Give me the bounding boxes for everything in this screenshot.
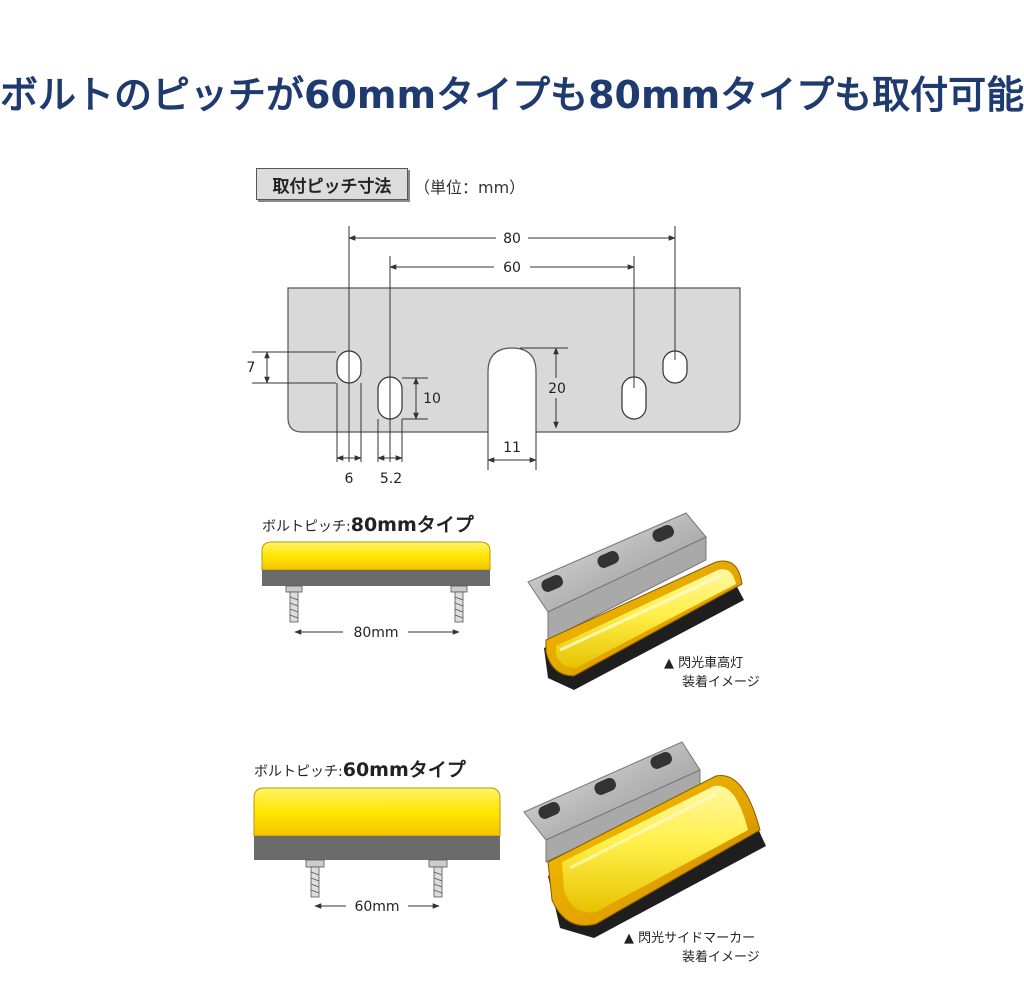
dim-60: 60 <box>503 260 521 276</box>
type-60-prefix: ボルトピッチ: <box>254 764 343 780</box>
bolt-spacing-60: 60mm <box>354 899 399 915</box>
dimension-box-text: 取付ピッチ寸法 <box>272 176 392 197</box>
product-image-80 <box>527 512 744 690</box>
dim-10: 10 <box>423 391 441 407</box>
type-60-value: 60mmタイプ <box>342 759 466 781</box>
dim-80: 80 <box>503 231 521 247</box>
caption-80-line2: 装着イメージ <box>682 675 760 690</box>
dim-5-2: 5.2 <box>380 471 402 487</box>
product-image-60 <box>523 741 766 938</box>
caption-60-line2: 装着イメージ <box>682 950 760 965</box>
dimension-lines <box>252 226 676 470</box>
bolt-right-60 <box>428 859 448 898</box>
type-80-label: ボルトピッチ:80mmタイプ <box>262 510 474 537</box>
caption-80: ▲ 閃光車高灯 装着イメージ <box>664 654 760 692</box>
unit-note: （単位：mm） <box>414 178 526 197</box>
type-80-prefix: ボルトピッチ: <box>262 519 351 535</box>
light-side-view-80: 80mm <box>261 541 491 641</box>
type-60-label: ボルトピッチ:60mmタイプ <box>254 755 466 782</box>
bolt-right-80 <box>450 585 468 623</box>
bolt-left-60 <box>305 859 325 898</box>
caption-60-line1: ▲ 閃光サイドマーカー <box>624 931 756 946</box>
bolt-left-80 <box>285 585 303 623</box>
dim-11: 11 <box>503 440 521 456</box>
dim-6: 6 <box>345 471 354 487</box>
dimension-box-label: 取付ピッチ寸法 <box>256 168 408 200</box>
dimension-texts: 80 60 7 10 20 11 6 5.2 <box>247 231 566 487</box>
dim-20: 20 <box>548 381 566 397</box>
diagram-canvas: 80 60 7 10 20 11 6 5.2 80mm <box>247 226 766 938</box>
type-80-value: 80mmタイプ <box>350 514 474 536</box>
caption-80-line1: ▲ 閃光車高灯 <box>664 656 744 671</box>
light-side-view-60: 60mm <box>253 787 501 915</box>
headline: ボルトのピッチが60mmタイプも80mmタイプも取付可能 <box>0 73 1024 117</box>
dim-7: 7 <box>247 360 256 376</box>
caption-60: ▲ 閃光サイドマーカー 装着イメージ <box>624 929 760 967</box>
mounting-plate <box>287 287 741 433</box>
bolt-spacing-80: 80mm <box>353 625 398 641</box>
